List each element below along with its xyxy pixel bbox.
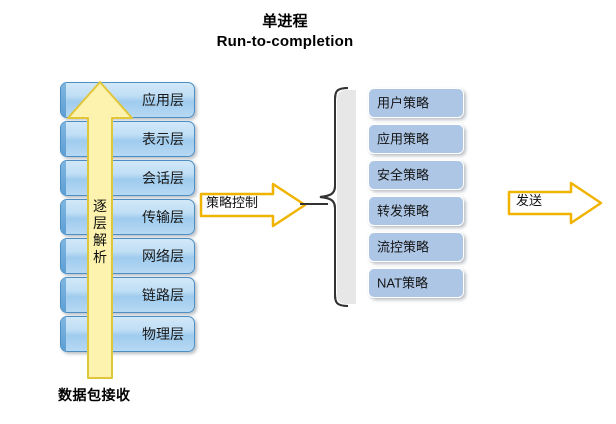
policy-box-user[interactable]: 用户策略 [368,88,464,118]
layer-box-session[interactable]: 会话层 [60,160,195,196]
policy-control-arrow [199,182,307,228]
layer-label: 链路层 [142,287,184,303]
policy-stack: 用户策略 应用策略 安全策略 转发策略 流控策略 NAT策略 [368,88,468,306]
up-arrow-icon [67,81,133,379]
packet-reception-label: 数据包接收 [58,387,131,403]
layer-box-datalink[interactable]: 链路层 [60,277,195,313]
diagram-title: 单进程 Run-to-completion [180,12,390,52]
layer-label: 网络层 [142,248,184,264]
policy-box-security[interactable]: 安全策略 [368,160,464,190]
layer-box-physical[interactable]: 物理层 [60,316,195,352]
protocol-layer-stack: 应用层 表示层 会话层 传输层 网络层 链路层 物理层 [60,82,197,354]
policy-box-forwarding[interactable]: 转发策略 [368,196,464,226]
policy-label: 应用策略 [377,131,430,147]
send-arrow-label: 发送 [516,193,543,208]
connector-line [300,203,328,205]
policy-label: 安全策略 [377,167,430,183]
policy-box-application[interactable]: 应用策略 [368,124,464,154]
title-line-chinese: 单进程 [262,13,308,30]
layer-parsing-up-arrow: 逐 层 解 析 [66,80,134,380]
layer-box-transport[interactable]: 传输层 [60,199,195,235]
title-line-english: Run-to-completion [216,33,354,50]
right-arrow-icon [507,181,603,225]
layer-label: 传输层 [142,209,184,225]
policy-label: NAT策略 [377,275,429,291]
layer-label: 会话层 [142,170,184,186]
layer-label: 表示层 [142,131,184,147]
layer-label: 应用层 [142,92,184,108]
curly-brace-icon [319,87,356,307]
layer-box-presentation[interactable]: 表示层 [60,121,195,157]
policy-control-label: 策略控制 [206,195,259,210]
right-arrow-icon [199,182,307,228]
policy-box-flow-control[interactable]: 流控策略 [368,232,464,262]
policy-label: 用户策略 [377,95,430,111]
send-arrow [507,181,603,225]
policy-label: 流控策略 [377,239,430,255]
policy-label: 转发策略 [377,203,430,219]
policy-box-nat[interactable]: NAT策略 [368,268,464,298]
layer-box-network[interactable]: 网络层 [60,238,195,274]
policy-group-brace [318,86,358,308]
layer-label: 物理层 [142,326,184,342]
